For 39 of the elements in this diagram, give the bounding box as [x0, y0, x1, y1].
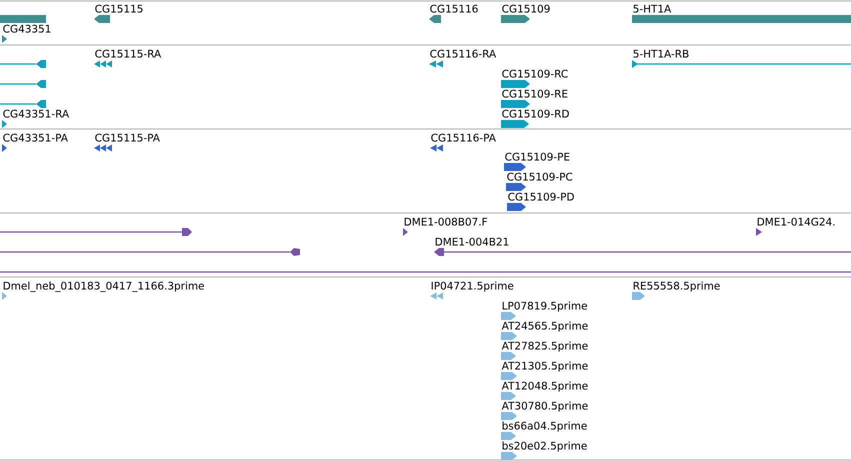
feature-line — [0, 100, 46, 108]
feature-label: CG15115-PA — [95, 134, 160, 142]
feature-label: CG15115-RA — [95, 50, 162, 58]
feature-label: bs66a04.5prime — [502, 422, 587, 432]
feature-label: DME1-008B07.F — [404, 218, 487, 226]
feature-label: CG15109-PD — [508, 192, 574, 201]
feature-label: IP04721.5prime — [432, 282, 514, 292]
feature-label: CG15109-PC — [507, 172, 572, 181]
feature-label: AT27825.5prime — [502, 342, 588, 352]
feature-label: 5-HT1A-RB — [634, 50, 688, 58]
feature-label: CG43351 — [3, 24, 50, 33]
feature-line — [0, 228, 192, 236]
feature-label: CG15109-RC — [502, 70, 568, 78]
feature-label: CG15109-RE — [502, 90, 568, 98]
feature-label: 5-HT1A — [634, 4, 672, 13]
feature-label: CG15116-PA — [431, 134, 496, 142]
feature-label: AT21305.5prime — [502, 362, 588, 372]
feature-label: CG15115 — [95, 4, 142, 13]
feature-label: CG43351-RA — [3, 110, 70, 118]
feature-label: CG15116 — [430, 4, 478, 13]
feature-label: LP07819.5prime — [502, 302, 587, 312]
feature-label: DME1-014G24. — [758, 218, 834, 226]
feature-label: RE55558.5prime — [634, 282, 720, 292]
feature-label: AT30780.5prime — [502, 402, 588, 412]
feature-line — [0, 271, 851, 273]
feature-label: CG15109 — [502, 4, 550, 13]
feature-label: CG43351-PA — [3, 134, 68, 142]
feature-label: AT12048.5prime — [502, 382, 588, 392]
feature-label: CG15109-PE — [505, 152, 570, 161]
feature-line — [0, 248, 300, 256]
feature-label: CG15116-RA — [430, 50, 496, 58]
feature-label: bs20e02.5prime — [502, 442, 587, 452]
feature-label: CG15109-RD — [502, 110, 569, 118]
feature-label: AT24565.5prime — [502, 322, 588, 332]
feature-label: Dmel_neb_010183_0417_1166.3prime — [4, 282, 204, 292]
feature-line — [0, 80, 46, 88]
feature-label: DME1-004B21 — [436, 238, 508, 246]
feature-line — [0, 60, 46, 68]
feature-bar — [0, 15, 46, 23]
